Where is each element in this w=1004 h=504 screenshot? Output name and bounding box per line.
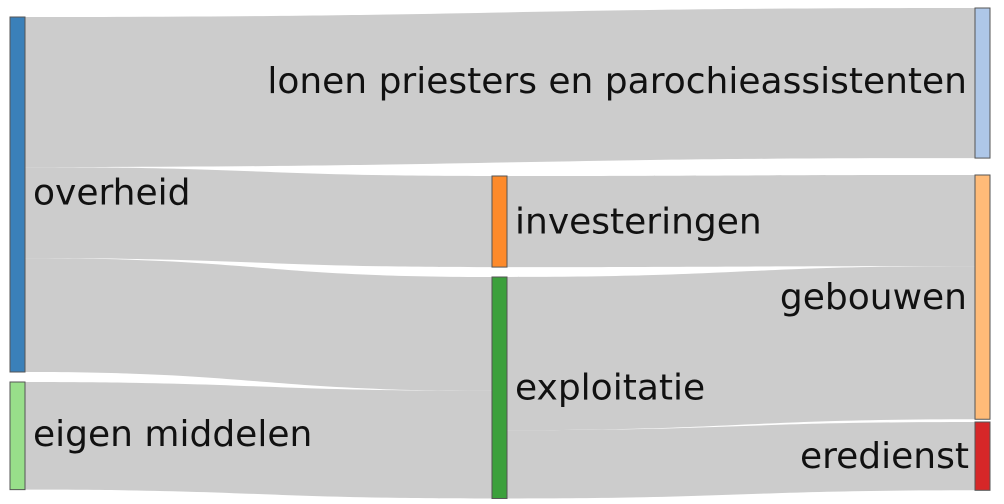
node-label-gebouwen: gebouwen xyxy=(780,277,967,318)
link-investeringen-to-gebouwen xyxy=(507,175,975,268)
node-label-eigen: eigen middelen xyxy=(33,414,312,455)
node-exploitatie xyxy=(491,276,508,499)
link-exploitatie-to-gebouwen xyxy=(507,266,975,431)
labels-layer: overheid eigen middelen investeringen explo… xyxy=(33,61,969,477)
node-label-eredienst: eredienst xyxy=(800,436,969,477)
link-overheid-to-exploitatie xyxy=(25,258,492,391)
node-lonen xyxy=(974,7,991,159)
node-gebouwen xyxy=(974,174,991,420)
node-label-overheid: overheid xyxy=(33,173,190,214)
link-overheid-to-investeringen xyxy=(25,167,492,268)
node-eigen xyxy=(9,381,26,491)
node-label-investeringen: investeringen xyxy=(515,202,762,243)
links-layer xyxy=(25,8,975,499)
link-overheid-to-lonen xyxy=(25,8,975,168)
link-eigen-to-exploitatie xyxy=(25,382,492,499)
node-investeringen xyxy=(491,175,508,268)
node-overheid xyxy=(9,16,26,373)
link-exploitatie-to-eredienst xyxy=(507,422,975,499)
node-eredienst xyxy=(974,421,991,491)
node-label-lonen: lonen priesters en parochieassistenten xyxy=(267,61,967,102)
nodes-layer xyxy=(9,7,991,499)
node-label-exploitatie: exploitatie xyxy=(515,368,705,409)
